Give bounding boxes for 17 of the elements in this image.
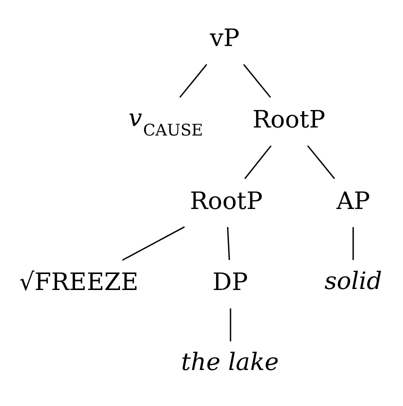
connector xyxy=(179,64,208,98)
node-text: RootP xyxy=(190,186,263,215)
node-text: DP xyxy=(212,268,248,296)
connector xyxy=(243,64,271,98)
connector xyxy=(244,145,272,180)
connector xyxy=(122,226,185,261)
connector xyxy=(352,227,354,260)
node-text: solid xyxy=(324,266,382,295)
node-text: v$_{CAUSE}$ xyxy=(128,104,204,140)
connector xyxy=(307,145,335,180)
node-text: √FREEZE xyxy=(19,268,138,296)
connector xyxy=(230,308,232,342)
connector xyxy=(227,227,230,260)
node-text: the lake xyxy=(181,348,279,376)
node-text: RootP xyxy=(252,106,326,134)
node-text: AP xyxy=(336,186,370,215)
node-text: vP xyxy=(210,24,240,52)
